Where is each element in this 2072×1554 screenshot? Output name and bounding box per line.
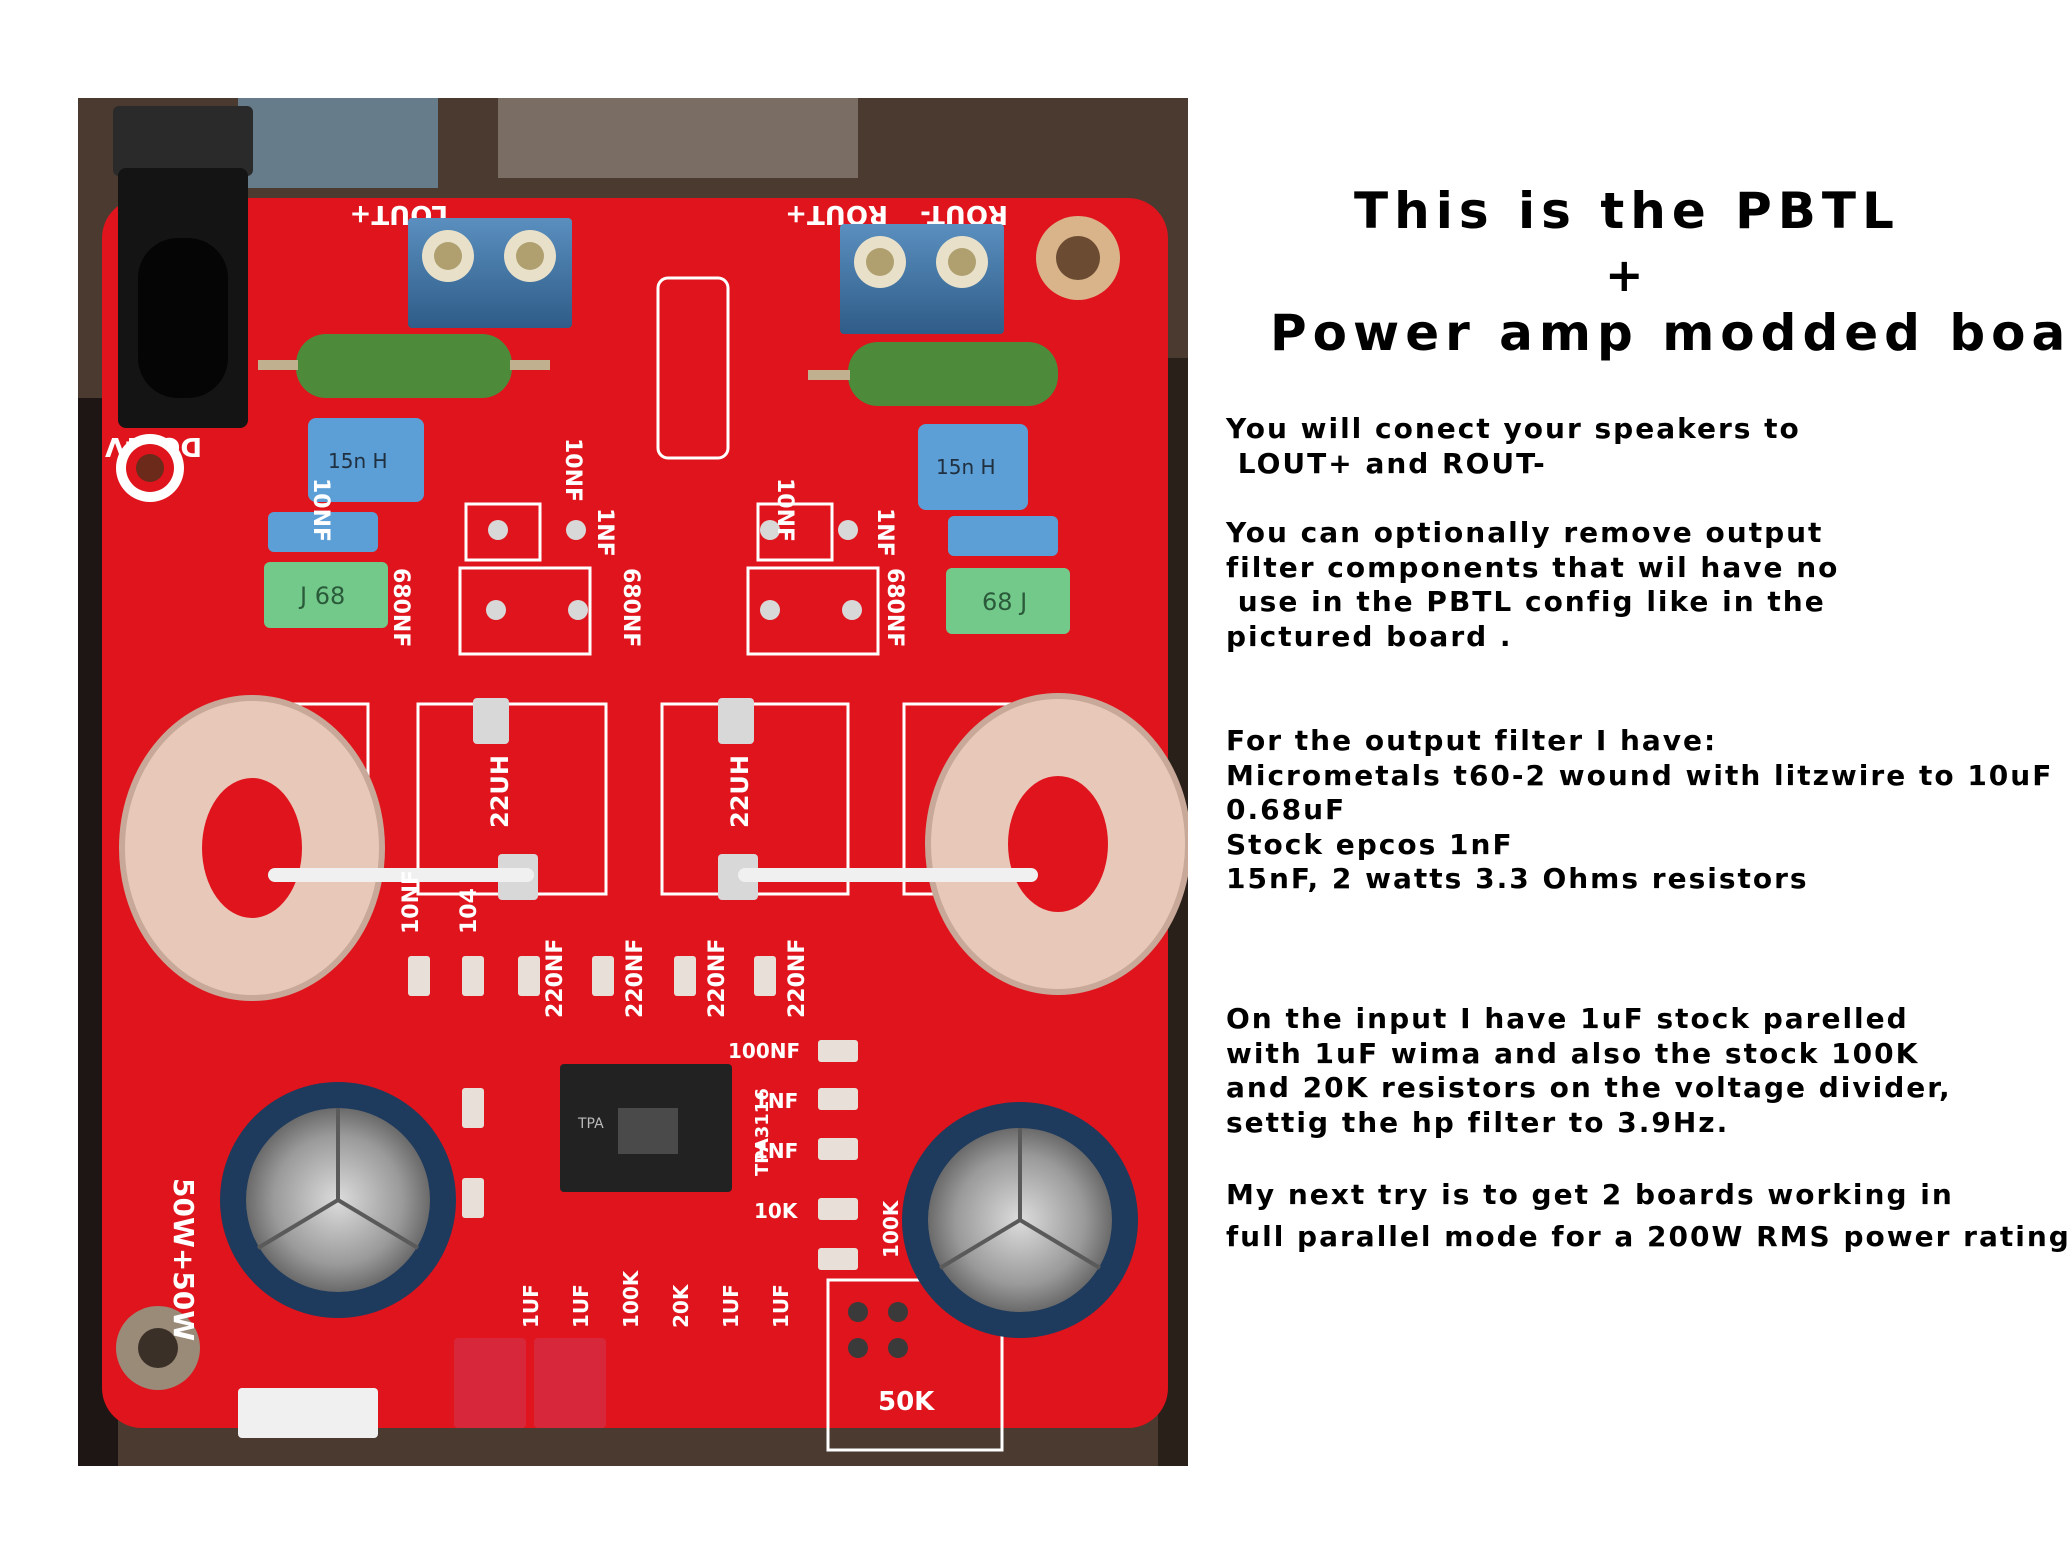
wima-cap-1 xyxy=(454,1338,526,1428)
cap-10nf-label-2: 10NF xyxy=(560,438,585,502)
toroid-right xyxy=(925,693,1188,995)
res-10k-label: 10K xyxy=(754,1199,799,1223)
cap-104-label: 104 xyxy=(457,888,482,934)
pot-pads xyxy=(848,1302,908,1358)
film-cap-15nf-right: 15n H xyxy=(918,424,1028,510)
cap-1nf-label-3: 1NF xyxy=(754,1089,798,1113)
mounting-hole-icon xyxy=(116,216,1120,1390)
power-resistor-right xyxy=(808,342,1058,406)
litz-wire-right xyxy=(738,868,1038,882)
toroid-left xyxy=(119,695,385,1001)
epcos-1nf-right xyxy=(948,516,1058,556)
svg-text:TPA: TPA xyxy=(577,1116,604,1132)
cap-100nf-label: 100NF xyxy=(728,1039,800,1063)
note-output-filter: For the output filter I have: Micrometal… xyxy=(1226,724,2054,896)
cap-1uf-label-4: 1UF xyxy=(769,1284,793,1328)
cap-10nf-label-1: 10NF xyxy=(308,478,333,542)
note-input: On the input I have 1uF stock parelled w… xyxy=(1226,1002,1952,1139)
mkp-cap-right: 68 J xyxy=(946,568,1070,634)
ind-22uh-label-1: 22UH xyxy=(486,755,514,828)
background-bag xyxy=(498,98,858,178)
tpa3116-chip: TPA xyxy=(560,1064,732,1192)
dc-jack-top xyxy=(113,106,253,176)
svg-text:68 J: 68 J xyxy=(982,588,1027,616)
cap-680nf-label-1: 680NF xyxy=(388,568,413,647)
cap-1nf-label-4: 1NF xyxy=(754,1139,798,1163)
left-screw-terminal xyxy=(408,218,572,328)
cap-220nf-label-1: 220NF xyxy=(543,939,568,1018)
epcos-1nf-left xyxy=(268,512,378,552)
cap-10nf-label-3: 10NF xyxy=(772,478,797,542)
background-capacitors xyxy=(238,98,438,188)
smd-components xyxy=(408,956,858,1270)
mkp-cap-left: J 68 xyxy=(264,562,388,628)
electrolytic-cap-right xyxy=(902,1102,1138,1338)
note-next-try: My next try is to get 2 boards working i… xyxy=(1226,1178,2072,1253)
pot-50k-label: 50K xyxy=(878,1387,935,1417)
input-connector xyxy=(238,1388,378,1438)
cap-220nf-label-3: 220NF xyxy=(705,939,730,1018)
note-optional-filter: You can optionally remove output filter … xyxy=(1226,516,1840,653)
svg-text:15n H: 15n H xyxy=(936,455,996,479)
power-rating-label: 50W+50W xyxy=(167,1178,200,1341)
pcb-photo: DC24V LOUT+ ROUT+ ROUT- xyxy=(78,98,1188,1466)
litz-wire-left xyxy=(268,868,534,882)
cap-680nf-label-3: 680NF xyxy=(882,568,907,647)
cap-1nf-label-2: 1NF xyxy=(872,508,897,557)
power-resistor-left xyxy=(258,334,550,398)
cap-1uf-label-1: 1UF xyxy=(519,1284,543,1328)
title-plus: + xyxy=(1605,248,1650,302)
svg-text:J 68: J 68 xyxy=(298,582,345,610)
title-line-2: Power amp modded board. xyxy=(1270,304,2072,362)
electrolytic-cap-left xyxy=(220,1082,456,1318)
res-100k-label-2: 100K xyxy=(619,1269,643,1328)
cap-680nf-label-2: 680NF xyxy=(618,568,643,647)
chip-label: TPA3116 xyxy=(752,1088,773,1176)
right-screw-terminal xyxy=(840,224,1004,334)
note-speakers: You will conect your speakers to LOUT+ a… xyxy=(1226,412,1801,480)
film-cap-15nf-left: 15n H xyxy=(308,418,424,502)
cap-1uf-label-2: 1UF xyxy=(569,1284,593,1328)
res-100k-label-1: 100K xyxy=(879,1199,903,1258)
ind-22uh-label-2: 22UH xyxy=(726,755,754,828)
cap-220nf-label-4: 220NF xyxy=(785,939,810,1018)
cap-1nf-label-1: 1NF xyxy=(592,508,617,557)
title-line-1: This is the PBTL xyxy=(1354,182,1900,240)
cap-10nf-smd-label: 10NF xyxy=(399,870,424,934)
dc-jack-socket xyxy=(138,238,228,398)
svg-text:15n H: 15n H xyxy=(328,449,388,473)
cap-220nf-label-2: 220NF xyxy=(623,939,648,1018)
cap-1uf-label-3: 1UF xyxy=(719,1284,743,1328)
res-20k-label: 20K xyxy=(669,1283,693,1328)
wima-cap-2 xyxy=(534,1338,606,1428)
